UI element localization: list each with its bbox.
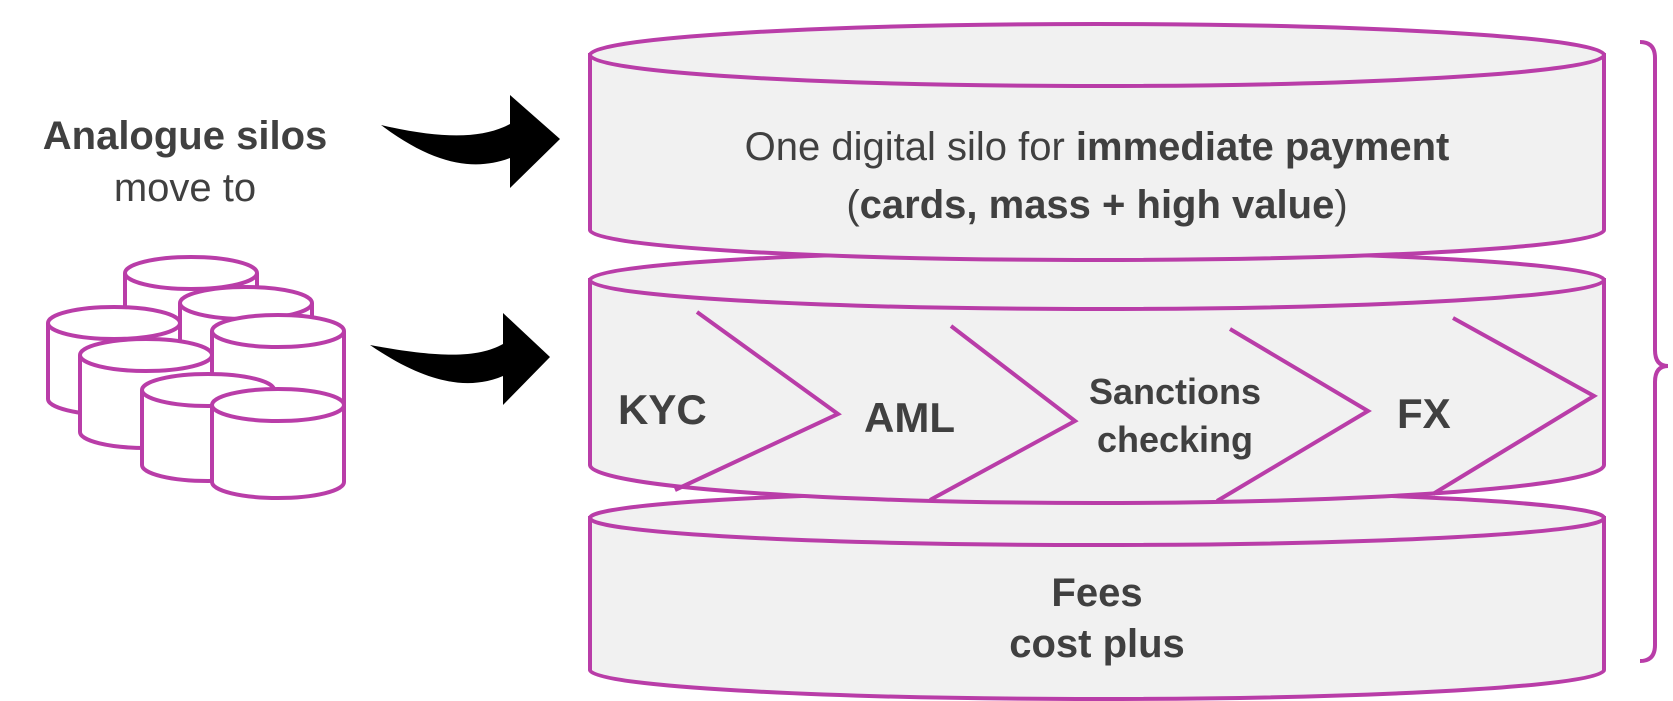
small-silo [210, 387, 346, 500]
fees-line-1: Fees [1051, 571, 1143, 615]
chevron-line-1 [674, 310, 842, 492]
payment-line-2-bold: cards, mass + high value [859, 183, 1335, 227]
payment-line-2-open: ( [846, 183, 860, 227]
arrow-upper-icon [381, 95, 560, 188]
payment-layer-text: One digital silo for immediate payment (… [590, 118, 1604, 234]
step-aml: AML [864, 394, 955, 441]
analogue-silos-icon [46, 255, 346, 500]
step-sanctions-line-1: Sanctions [1088, 371, 1262, 412]
payment-line-2-close: ) [1334, 183, 1348, 227]
fees-line-2: cost plus [1009, 622, 1185, 666]
step-sanctions-line-2: checking [1096, 419, 1254, 460]
payment-line-1: One digital silo for immediate payment [590, 118, 1604, 176]
heading-subtext: move to [113, 166, 257, 210]
heading-bold-text: Analogue silos [42, 114, 328, 158]
grouping-brace [1639, 40, 1669, 663]
step-kyc: KYC [618, 386, 707, 433]
chevron-line-4 [1431, 316, 1598, 496]
compliance-layer-cylinder [588, 249, 1606, 505]
payment-layer-cylinder [588, 22, 1606, 262]
chevron-line-2 [929, 324, 1079, 502]
arrow-lower-icon [370, 313, 550, 405]
analogue-silos-heading: Analogue silos move to [0, 110, 370, 214]
step-fx: FX [1397, 390, 1451, 437]
process-chevrons [674, 310, 1598, 503]
payment-line-1-prefix: One digital silo for [744, 125, 1076, 169]
payment-line-2: (cards, mass + high value) [590, 176, 1604, 234]
chevron-line-3 [1215, 327, 1372, 503]
step-sanctions-checking: Sanctions checking [1075, 368, 1275, 464]
payment-line-1-bold: immediate payment [1075, 125, 1450, 169]
fees-layer-text: Fees cost plus [590, 568, 1604, 670]
